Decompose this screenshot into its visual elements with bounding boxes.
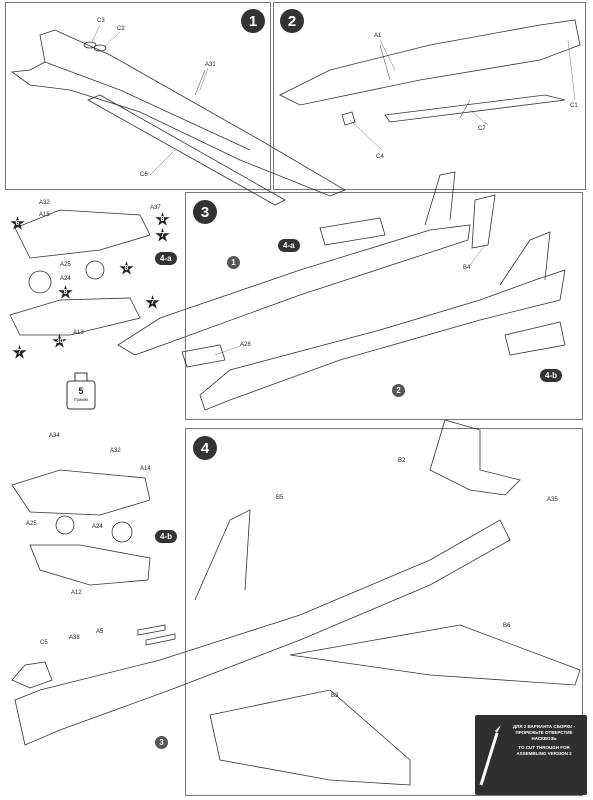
- callout-1: 1: [227, 256, 240, 269]
- part-label-a25: A25: [60, 262, 71, 268]
- part-label-c1: C1: [570, 103, 578, 109]
- callout-3: 3: [155, 736, 168, 749]
- part-label-b2: B2: [398, 458, 406, 464]
- part-label-a24-step4: A24: [92, 524, 103, 530]
- subassembly-4b-badge: 4-b: [155, 530, 177, 543]
- part-label-a12: A12: [71, 590, 82, 596]
- part-label-c6: C6: [140, 172, 148, 178]
- step3-4a-callout: 4-a: [278, 239, 300, 252]
- part-label-b3: B3: [331, 693, 339, 699]
- part-label-a38: A38: [69, 635, 80, 641]
- step-2-number: 2: [280, 9, 304, 33]
- step-1-number: 1: [241, 9, 265, 33]
- step-4-number: 4: [193, 436, 217, 460]
- part-label-b4: B4: [463, 265, 471, 271]
- note-text-ru: ДЛЯ 2 ВАРИАНТА СБОРКИ - ПРОРЕЖЬТЕ ОТВЕРС…: [512, 724, 576, 741]
- part-label-a24: A24: [60, 276, 71, 282]
- part-label-a14: A14: [140, 466, 151, 472]
- part-label-a32-step4: A32: [110, 448, 121, 454]
- part-label-a35: A35: [547, 497, 558, 503]
- step-3-number: 3: [193, 200, 217, 224]
- callout-2: 2: [392, 384, 405, 397]
- part-label-c7: C7: [478, 126, 486, 132]
- part-label-a31: A31: [205, 62, 216, 68]
- part-label-c3: C3: [97, 18, 105, 24]
- note-text-en: TO CUT THROUGH FOR ASSEMBLING VERSION 2: [516, 745, 572, 756]
- part-label-a15: A15: [39, 212, 50, 218]
- part-label-b5: B5: [276, 495, 284, 501]
- step-2-panel: [273, 2, 586, 190]
- part-label-a5: A5: [96, 629, 104, 635]
- glue-jar-icon: 5 Грамм: [64, 372, 98, 410]
- part-label-a13: A13: [73, 330, 84, 336]
- part-label-a28: A28: [240, 342, 251, 348]
- part-label-a1: A1: [374, 33, 382, 39]
- subassembly-4a-badge: 4-a: [155, 252, 177, 265]
- glue-unit: Грамм: [74, 397, 88, 402]
- step3-4b-callout: 4-b: [540, 369, 562, 382]
- part-label-a25-step4: A25: [26, 521, 37, 527]
- step-1-panel: [5, 2, 271, 190]
- part-label-c5: C5: [40, 640, 48, 646]
- part-label-c2: C2: [117, 26, 125, 32]
- step-3-panel: [185, 192, 583, 420]
- part-label-c4: C4: [376, 154, 384, 160]
- glue-amount: 5: [78, 386, 84, 396]
- part-label-a37: A37: [150, 205, 161, 211]
- part-label-b6: B6: [503, 623, 511, 629]
- part-label-a34: A34: [49, 433, 60, 439]
- cut-through-note: ДЛЯ 2 ВАРИАНТА СБОРКИ - ПРОРЕЖЬТЕ ОТВЕРС…: [475, 715, 587, 795]
- hobby-knife-icon: [479, 725, 501, 786]
- part-label-a32: A32: [39, 200, 50, 206]
- step-4-panel: [185, 428, 583, 796]
